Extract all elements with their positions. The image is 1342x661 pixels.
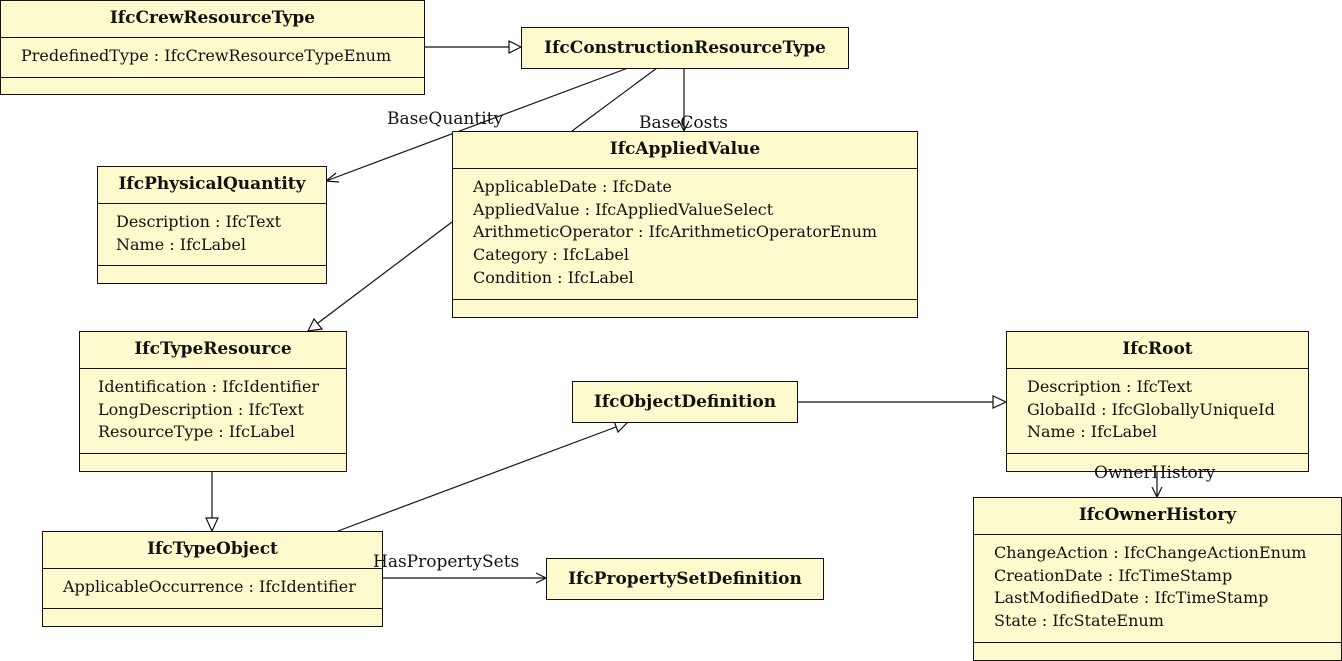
- class-ifc-type-object[interactable]: IfcTypeObject ApplicableOccurrence : Ifc…: [42, 531, 383, 627]
- attribute: PredefinedType : IfcCrewResourceTypeEnum: [21, 46, 392, 65]
- class-name: IfcTypeResource: [134, 339, 292, 359]
- operations-compartment: [453, 298, 917, 317]
- attribute-list: PredefinedType : IfcCrewResourceTypeEnum: [1, 37, 424, 77]
- attribute: ArithmeticOperator : IfcArithmeticOperat…: [473, 222, 878, 242]
- class-ifc-crew-resource-type[interactable]: IfcCrewResourceType PredefinedType : Ifc…: [0, 0, 425, 95]
- attribute: ApplicableOccurrence : IfcIdentifier: [63, 577, 356, 596]
- operations-compartment: [974, 641, 1341, 660]
- attribute: CreationDate : IfcTimeStamp: [994, 565, 1233, 585]
- attribute: LongDescription : IfcText: [98, 399, 304, 419]
- class-ifc-root[interactable]: IfcRoot Description : IfcText GlobalId :…: [1006, 331, 1309, 472]
- class-name: IfcPropertySetDefinition: [568, 569, 802, 589]
- attribute: ChangeAction : IfcChangeActionEnum: [994, 543, 1307, 562]
- generalization-construction-to-typeresource-lower: [317, 221, 453, 324]
- generalization-arrowhead: [992, 395, 1008, 409]
- generalization-typeobject-to-objectdefinition: [337, 426, 617, 532]
- class-name: IfcAppliedValue: [609, 139, 761, 159]
- operations-compartment: [98, 265, 326, 283]
- attribute: ApplicableDate : IfcDate: [473, 177, 672, 196]
- class-ifc-property-set-definition[interactable]: IfcPropertySetDefinition: [546, 558, 824, 600]
- attribute: Name : IfcLabel: [1027, 422, 1157, 442]
- generalization-arrowhead: [306, 317, 324, 332]
- attribute: State : IfcStateEnum: [994, 611, 1164, 631]
- association-base-quantity: [325, 67, 629, 182]
- operations-compartment: [43, 607, 382, 626]
- operations-compartment: [80, 453, 346, 471]
- class-name: IfcRoot: [1122, 339, 1193, 359]
- attribute: Description : IfcText: [1027, 377, 1193, 396]
- attribute-list: ApplicableOccurrence : IfcIdentifier: [43, 568, 382, 608]
- class-name: IfcCrewResourceType: [109, 8, 316, 28]
- class-ifc-owner-history[interactable]: IfcOwnerHistory ChangeAction : IfcChange…: [973, 497, 1342, 661]
- class-ifc-physical-quantity[interactable]: IfcPhysicalQuantity Description : IfcTex…: [97, 166, 327, 284]
- class-name: IfcConstructionResourceType: [544, 38, 826, 58]
- attribute: ResourceType : IfcLabel: [98, 422, 295, 442]
- class-ifc-object-definition[interactable]: IfcObjectDefinition: [572, 381, 798, 423]
- attribute: LastModifiedDate : IfcTimeStamp: [994, 588, 1269, 608]
- generalization-arrowhead: [205, 517, 219, 533]
- class-name: IfcPhysicalQuantity: [118, 174, 306, 194]
- attribute: Identification : IfcIdentifier: [98, 377, 319, 396]
- class-ifc-type-resource[interactable]: IfcTypeResource Identification : IfcIden…: [79, 331, 347, 472]
- attribute-list: ChangeAction : IfcChangeActionEnum Creat…: [974, 534, 1341, 642]
- attribute: Name : IfcLabel: [116, 234, 246, 254]
- attribute-list: Description : IfcText GlobalId : IfcGlob…: [1007, 368, 1308, 453]
- class-name: IfcObjectDefinition: [593, 392, 777, 412]
- label-owner-history: OwnerHistory: [1094, 463, 1216, 483]
- operations-compartment: [1, 76, 424, 95]
- label-base-quantity: BaseQuantity: [387, 109, 504, 129]
- class-ifc-applied-value[interactable]: IfcAppliedValue ApplicableDate : IfcDate…: [452, 131, 918, 318]
- attribute-list: Identification : IfcIdentifier LongDescr…: [80, 368, 346, 453]
- attribute-list: Description : IfcText Name : IfcLabel: [98, 203, 326, 265]
- class-name: IfcOwnerHistory: [1078, 505, 1237, 525]
- generalization-construction-to-typeresource: [571, 67, 658, 132]
- class-name: IfcTypeObject: [147, 539, 278, 559]
- class-ifc-construction-resource-type[interactable]: IfcConstructionResourceType: [521, 27, 849, 69]
- attribute: Category : IfcLabel: [473, 245, 629, 265]
- attribute: Condition : IfcLabel: [473, 267, 634, 287]
- generalization-arrowhead: [508, 40, 523, 54]
- attribute: AppliedValue : IfcAppliedValueSelect: [473, 199, 774, 219]
- attribute-list: ApplicableDate : IfcDate AppliedValue : …: [453, 168, 917, 299]
- label-base-costs: BaseCosts: [639, 113, 728, 133]
- operations-compartment: [1007, 453, 1308, 471]
- attribute: Description : IfcText: [116, 212, 282, 231]
- label-has-property-sets: HasPropertySets: [373, 552, 520, 572]
- attribute: GlobalId : IfcGloballyUniqueId: [1027, 399, 1275, 419]
